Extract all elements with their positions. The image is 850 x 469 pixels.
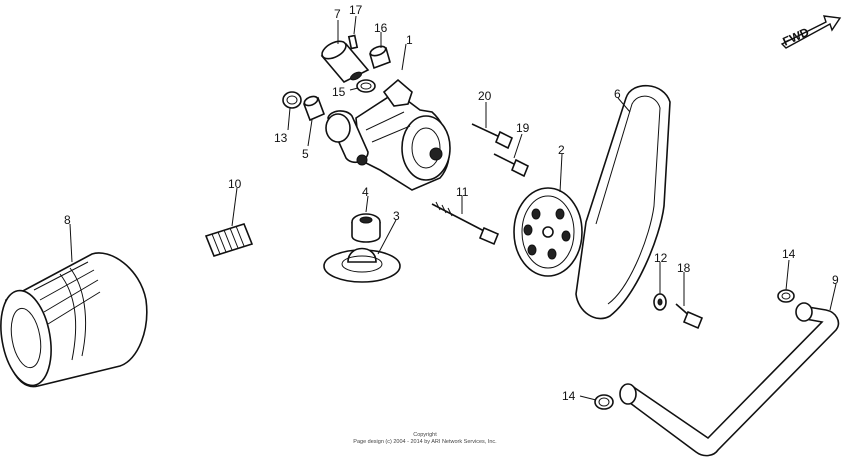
callout-14-lower: 14 (562, 389, 576, 403)
stud-bolt-part[interactable] (204, 223, 254, 257)
callout-14-upper: 14 (782, 247, 796, 261)
bolt-19-part[interactable] (493, 153, 530, 178)
callout-3: 3 (393, 209, 400, 223)
drive-sprocket-part[interactable] (513, 187, 583, 277)
callout-1: 1 (406, 33, 413, 47)
callout-18: 18 (677, 261, 691, 275)
oil-filter-part[interactable] (0, 252, 148, 389)
seal-collar-part[interactable] (351, 213, 381, 243)
callout-8: 8 (64, 213, 71, 227)
callout-6: 6 (614, 87, 621, 101)
callout-4: 4 (362, 185, 369, 199)
copyright-label: Copyright (413, 432, 437, 438)
callout-5: 5 (302, 147, 309, 161)
callout-7: 7 (334, 7, 341, 21)
drive-chain-part[interactable] (575, 84, 671, 320)
collar-5-part[interactable] (302, 95, 326, 122)
oil-pump-assembly-part[interactable] (325, 78, 451, 191)
callout-20: 20 (478, 89, 492, 103)
bolt-20-part[interactable] (471, 123, 514, 150)
callout-19: 19 (516, 121, 530, 135)
dowel-pin-part[interactable] (347, 34, 359, 50)
collar-part[interactable] (369, 45, 391, 70)
bolt-11-part[interactable] (431, 201, 500, 246)
o-ring-14-lower-part[interactable] (594, 394, 614, 410)
callout-9: 9 (832, 273, 839, 287)
washer-12-part[interactable] (653, 293, 667, 311)
o-ring-13-part[interactable] (282, 91, 302, 109)
o-ring-15-part[interactable] (356, 79, 376, 93)
bolt-18-part[interactable] (675, 303, 704, 330)
callout-12: 12 (654, 251, 668, 265)
callout-labels: 1 2 3 4 5 6 7 8 9 10 11 12 13 14 14 15 1… (64, 3, 839, 403)
pump-shaft-part[interactable] (319, 38, 370, 83)
callout-17: 17 (349, 3, 363, 17)
fwd-arrow-icon (780, 15, 842, 49)
callout-16: 16 (374, 21, 388, 35)
callout-2: 2 (558, 143, 565, 157)
oil-strainer-part[interactable] (323, 247, 401, 283)
leader-lines (69, 15, 837, 401)
callout-15: 15 (332, 85, 346, 99)
callout-13: 13 (274, 131, 288, 145)
oil-pipe-part[interactable] (619, 302, 840, 457)
callout-11: 11 (456, 185, 469, 199)
copyright-notice: Page design (c) 2004 - 2014 by ARI Netwo… (353, 439, 497, 445)
o-ring-14-upper-part[interactable] (777, 289, 795, 303)
fwd-label: FWD (781, 25, 812, 49)
callout-10: 10 (228, 177, 242, 191)
